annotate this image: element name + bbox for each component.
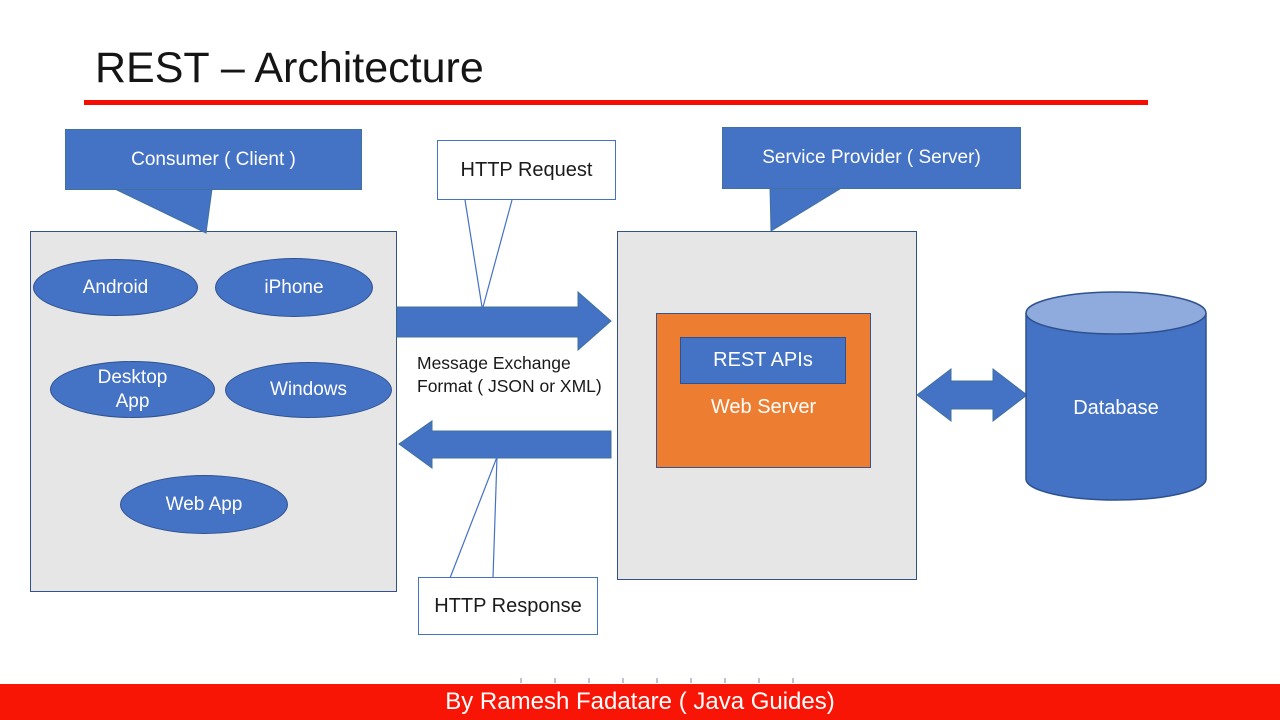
- message-exchange-note: Message Exchange Format ( JSON or XML): [417, 352, 617, 398]
- web-server-label: Web Server: [710, 395, 817, 418]
- consumer-callout: Consumer ( Client ): [65, 129, 362, 190]
- http-request-tail: [465, 200, 512, 307]
- client-ellipse-iphone: iPhone: [215, 258, 373, 317]
- title-underline: [84, 100, 1148, 105]
- client-ellipse-label: Android: [82, 276, 149, 298]
- database-cylinder-top: [1025, 291, 1207, 335]
- http-request-callout: HTTP Request: [437, 140, 616, 200]
- consumer-callout-tail: [114, 188, 213, 234]
- client-ellipse-android: Android: [33, 259, 198, 316]
- client-ellipse-label: Desktop App: [97, 366, 168, 412]
- http-response-tail-edge: [449, 456, 498, 579]
- footer-credit-bar: By Ramesh Fadatare ( Java Guides): [0, 684, 1280, 720]
- provider-callout-label: Service Provider ( Server): [762, 147, 981, 168]
- client-ellipse-windows: Windows: [225, 362, 392, 418]
- consumer-callout-label: Consumer ( Client ): [131, 148, 296, 170]
- rest-apis-box: REST APIs: [680, 337, 846, 384]
- client-ellipse-desktop-app: Desktop App: [50, 361, 215, 418]
- message-exchange-line2: Format ( JSON or XML): [417, 376, 602, 396]
- page-title: REST – Architecture: [95, 44, 484, 92]
- response-arrow: [398, 420, 612, 469]
- client-ellipse-label: Windows: [269, 379, 348, 401]
- server-database-arrow: [916, 367, 1028, 423]
- http-request-label: HTTP Request: [460, 158, 593, 181]
- partially-hidden-text-marks: [520, 678, 812, 683]
- client-ellipse-label: Web App: [165, 493, 243, 515]
- rest-apis-label: REST APIs: [713, 349, 813, 371]
- provider-callout-tail: [769, 186, 845, 232]
- http-response-label: HTTP Response: [434, 594, 582, 617]
- request-arrow: [396, 290, 612, 352]
- http-response-tail-edge: [492, 456, 498, 579]
- message-exchange-line1: Message Exchange: [417, 353, 571, 373]
- http-request-tail-edge: [464, 199, 483, 308]
- database-label: Database: [1073, 396, 1159, 419]
- client-ellipse-web-app: Web App: [120, 475, 288, 534]
- http-response-callout: HTTP Response: [418, 577, 598, 635]
- http-response-tail: [450, 457, 497, 578]
- client-ellipse-label: iPhone: [264, 276, 324, 298]
- provider-callout: Service Provider ( Server): [722, 127, 1021, 189]
- http-request-tail-edge: [482, 199, 513, 308]
- footer-credit-text: By Ramesh Fadatare ( Java Guides): [445, 688, 835, 715]
